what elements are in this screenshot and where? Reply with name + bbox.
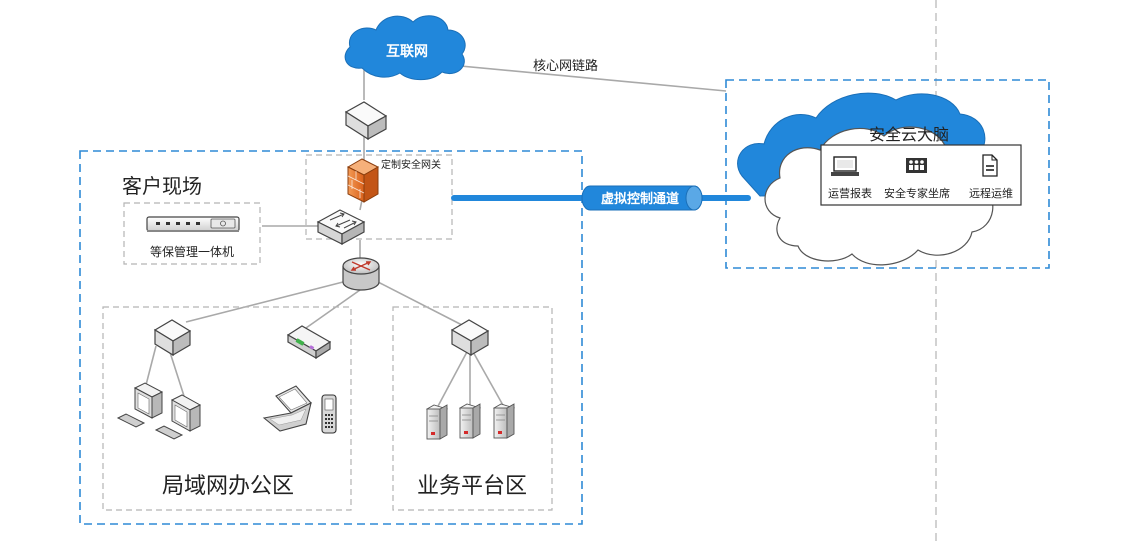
ops-report-label: 运营报表 bbox=[828, 186, 872, 200]
core-link-label: 核心网链路 bbox=[533, 58, 598, 74]
server-icon bbox=[492, 403, 516, 439]
lan-office-zone bbox=[102, 306, 352, 511]
virtual-channel-label: 虚拟控制通道 bbox=[601, 191, 679, 207]
gateway-zone bbox=[305, 154, 453, 240]
uplink-switch-icon bbox=[344, 101, 388, 141]
expert-seat-label: 安全专家坐席 bbox=[884, 186, 950, 200]
customer-site-title: 客户现场 bbox=[122, 174, 202, 198]
cloud-brain-title: 安全云大脑 bbox=[869, 125, 949, 144]
internet-label: 互联网 bbox=[386, 44, 428, 60]
appliance-zone bbox=[123, 202, 261, 265]
core-switch-icon bbox=[316, 209, 366, 246]
lan-office-label: 局域网办公区 bbox=[162, 474, 294, 499]
cloud-brain-zone bbox=[725, 79, 1050, 269]
compliance-appliance-label: 等保管理一体机 bbox=[150, 244, 234, 259]
firewall-icon bbox=[346, 158, 380, 203]
office-switch-icon bbox=[153, 319, 192, 357]
business-platform-label: 业务平台区 bbox=[417, 474, 527, 499]
document-icon bbox=[982, 154, 998, 177]
expert-team-icon bbox=[906, 158, 927, 173]
virtual-channel-tube-icon bbox=[581, 185, 703, 211]
router-icon bbox=[342, 257, 380, 291]
compliance-appliance-icon bbox=[146, 216, 240, 232]
mobile-phone-icon bbox=[321, 394, 337, 434]
platform-switch-icon bbox=[450, 319, 490, 357]
internet-cloud-icon bbox=[344, 15, 466, 81]
customer-site-zone bbox=[79, 150, 583, 525]
laptop-icon bbox=[262, 385, 312, 432]
server-icon bbox=[458, 403, 482, 439]
connection-lines bbox=[145, 61, 727, 409]
desktop-pc-icon bbox=[116, 382, 164, 428]
custom-gateway-label: 定制安全网关 bbox=[381, 158, 441, 171]
desktop-pc-icon bbox=[154, 394, 202, 440]
remote-ops-label: 远程运维 bbox=[969, 187, 1013, 200]
monitor-icon bbox=[831, 156, 859, 176]
business-platform-zone bbox=[392, 306, 553, 511]
server-icon bbox=[425, 404, 449, 440]
wireless-router-icon bbox=[286, 325, 332, 360]
